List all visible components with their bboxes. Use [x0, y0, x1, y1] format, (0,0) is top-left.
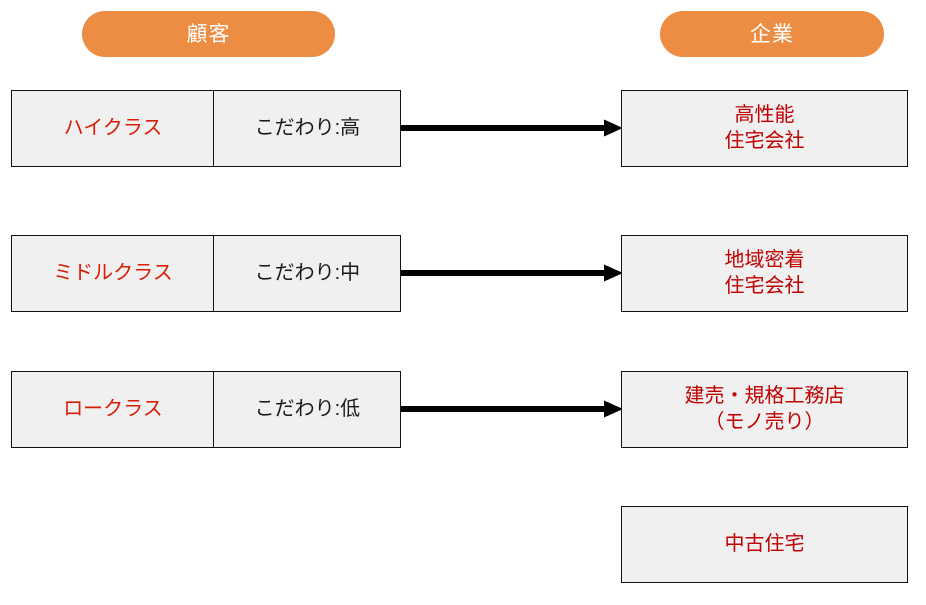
company-box-4: 中古住宅 — [621, 506, 908, 583]
company-label-4-line-1: 中古住宅 — [724, 532, 805, 555]
company-label-3: 建売・規格工務店 （モノ売り） — [685, 384, 845, 435]
company-label-3-line-1: 建売・規格工務店 — [684, 384, 845, 407]
customer-class-box-2: ミドルクラス — [11, 235, 215, 312]
customer-class-label-1: ハイクラス — [63, 116, 163, 139]
kodawari-box-2: こだわり:中 — [213, 235, 402, 312]
customer-class-box-3: ロークラス — [11, 371, 215, 448]
arrow-icon-row-2 — [401, 263, 623, 283]
company-label-2: 地域密着 住宅会社 — [725, 248, 805, 299]
company-label-3-line-2: （モノ売り） — [704, 410, 825, 433]
company-label-1-line-2: 住宅会社 — [724, 129, 805, 152]
header-pill-customer: 顧客 — [82, 11, 335, 57]
customer-class-box-1: ハイクラス — [11, 90, 215, 167]
kodawari-label-1: こだわり:高 — [254, 116, 361, 139]
header-pill-company: 企業 — [660, 11, 884, 57]
kodawari-box-3: こだわり:低 — [213, 371, 402, 448]
company-label-2-line-1: 地域密着 — [724, 248, 805, 271]
company-box-2: 地域密着 住宅会社 — [621, 235, 908, 312]
customer-class-label-3: ロークラス — [63, 397, 163, 420]
kodawari-label-2: こだわり:中 — [254, 261, 361, 284]
header-pill-company-label: 企業 — [750, 22, 794, 46]
customer-class-label-2: ミドルクラス — [53, 261, 173, 284]
company-box-3: 建売・規格工務店 （モノ売り） — [621, 371, 908, 448]
company-label-2-line-2: 住宅会社 — [724, 274, 805, 297]
header-pill-customer-label: 顧客 — [186, 22, 231, 46]
company-label-4: 中古住宅 — [725, 532, 805, 558]
company-label-1: 高性能 住宅会社 — [725, 103, 805, 154]
company-label-1-line-1: 高性能 — [734, 103, 795, 126]
arrow-icon-row-1 — [401, 118, 623, 138]
kodawari-box-1: こだわり:高 — [213, 90, 402, 167]
company-box-1: 高性能 住宅会社 — [621, 90, 908, 167]
arrow-icon-row-3 — [401, 399, 623, 419]
kodawari-label-3: こだわり:低 — [254, 397, 361, 420]
